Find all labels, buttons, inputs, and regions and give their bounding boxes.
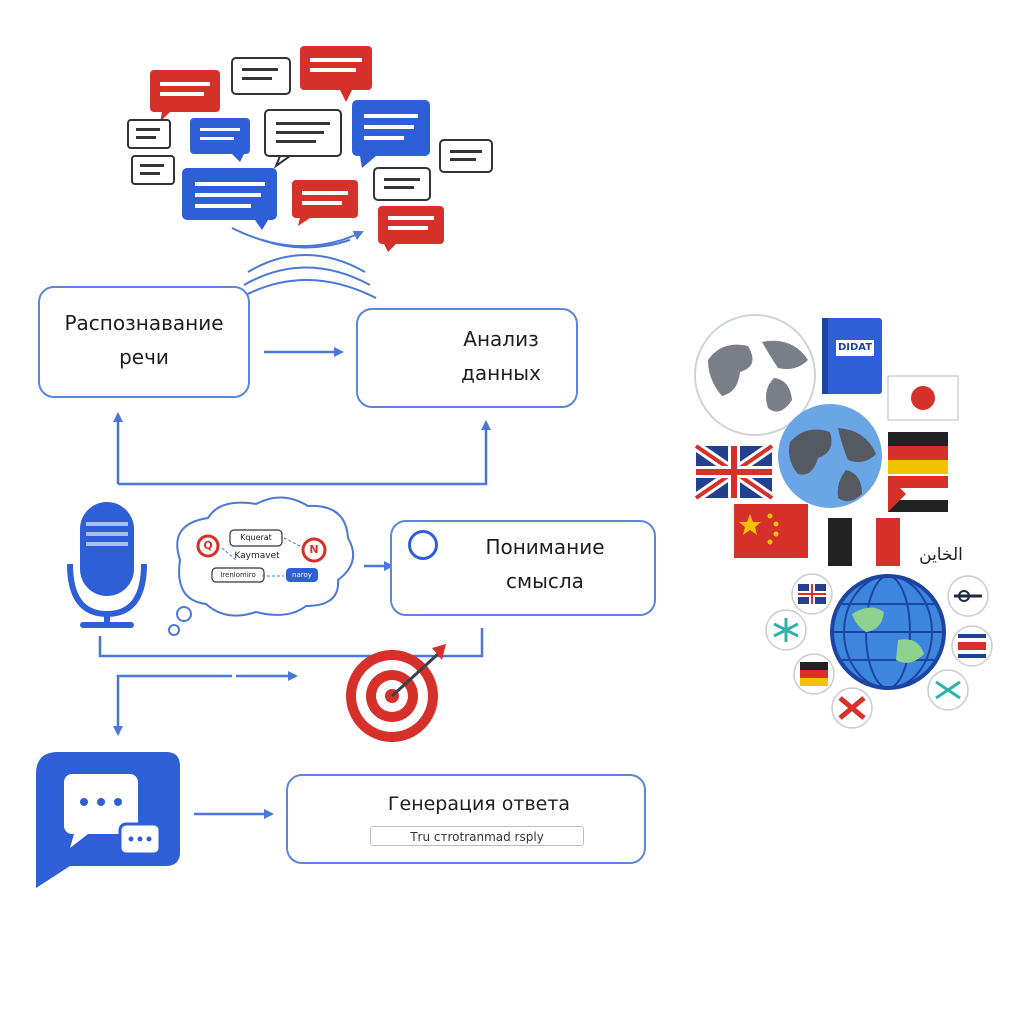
book-label: DIDAT xyxy=(837,342,873,353)
meaning-understanding-line1: Понимание xyxy=(485,535,605,559)
data-analysis-line1: Анализ xyxy=(463,327,539,351)
white-speech-bubble-icon xyxy=(131,155,175,185)
data-analysis-node xyxy=(356,308,578,408)
response-generation-subtext: Тru cтrotranmad rsply xyxy=(370,826,584,846)
data-analysis-line2: данных xyxy=(461,361,541,385)
cloud-badge-q: Q xyxy=(203,539,213,552)
blue-speech-bubble-icon xyxy=(352,100,430,168)
dark-round-badge-icon xyxy=(947,575,989,617)
search-badge-icon xyxy=(196,534,220,558)
microphone-icon xyxy=(67,502,147,628)
speech-recognition-node xyxy=(38,286,250,398)
uk-flag-icon xyxy=(693,441,775,503)
flow-connectors xyxy=(98,347,491,819)
speech-recognition-line2: речи xyxy=(119,345,169,369)
wire-globe-icon xyxy=(830,574,946,690)
meaning-understanding-label: Понимание смысла xyxy=(450,530,640,598)
costa-rica-round-badge-icon xyxy=(951,625,993,667)
white-speech-bubble-icon xyxy=(231,57,291,95)
red-round-badge-icon xyxy=(831,687,873,729)
meaning-understanding-line2: смысла xyxy=(506,569,584,593)
teal-x-round-badge-icon xyxy=(927,669,969,711)
japan-flag-icon xyxy=(887,375,959,421)
red-white-black-flag-icon xyxy=(888,476,948,512)
n-badge-icon xyxy=(301,537,327,563)
book-icon xyxy=(822,318,882,394)
red-speech-bubble-icon xyxy=(150,70,220,122)
chat-icon xyxy=(36,752,180,888)
cloud-keyword: Kaymavet xyxy=(234,551,280,561)
uk-round-badge-icon xyxy=(791,573,833,615)
target-icon xyxy=(346,644,446,742)
germany-round-badge-icon xyxy=(793,653,835,695)
red-speech-bubble-icon xyxy=(378,206,444,252)
gray-globe-icon xyxy=(694,314,816,436)
person-icon xyxy=(408,530,438,560)
arabic-label: الخاين xyxy=(919,545,963,565)
white-speech-bubble-icon xyxy=(373,167,431,201)
sound-wave-lines xyxy=(231,227,377,299)
speech-recognition-label: Распознавание речи xyxy=(38,306,250,374)
blue-speech-bubble-icon xyxy=(182,168,277,230)
vertical-tricolor-flag-icon xyxy=(828,518,900,566)
red-speech-bubble-icon xyxy=(300,46,372,102)
speech-recognition-line1: Распознавание xyxy=(64,311,224,335)
language-cluster xyxy=(693,314,993,729)
chat-bubbles-cloud xyxy=(127,46,493,252)
germany-flag-icon xyxy=(888,432,948,474)
china-flag-icon xyxy=(734,504,808,558)
white-speech-bubble-icon xyxy=(127,119,171,149)
cloud-keyword: Kquerat xyxy=(240,533,272,542)
response-generation-node xyxy=(286,774,646,864)
red-speech-bubble-icon xyxy=(292,180,358,226)
cloud-badge-n: N xyxy=(309,543,319,556)
white-speech-bubble-icon xyxy=(264,109,342,169)
cloud-keyword: Irenlomiro xyxy=(220,571,256,579)
white-speech-bubble-icon xyxy=(439,139,493,173)
cloud-keyword: naroy xyxy=(292,571,312,579)
blue-speech-bubble-icon xyxy=(190,118,250,162)
response-generation-title: Генерация ответа xyxy=(387,793,571,815)
blue-globe-icon xyxy=(778,404,882,508)
thought-cloud xyxy=(168,496,355,636)
data-analysis-label: Анализ данных xyxy=(436,322,566,390)
teal-round-badge-icon xyxy=(765,609,807,651)
